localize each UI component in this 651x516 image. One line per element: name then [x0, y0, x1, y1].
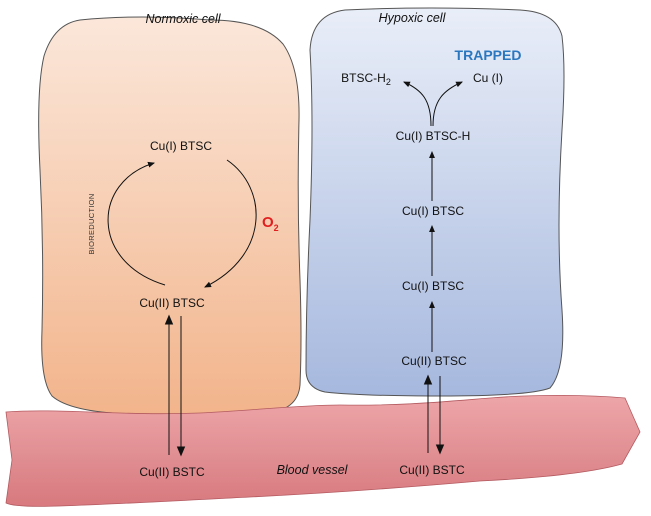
- hypoxic-cu1-btsc-h: Cu(I) BTSC-H: [396, 129, 471, 143]
- hypoxic-cu2-btsc: Cu(II) BTSC: [401, 354, 467, 368]
- branch-arrow-left: [403, 81, 432, 127]
- oxygen-label: O2: [262, 214, 279, 233]
- normoxic-cu2-btsc: Cu(II) BTSC: [139, 296, 205, 310]
- vessel-left-species: Cu(II) BSTC: [139, 465, 205, 479]
- normoxic-cell-title: Normoxic cell: [145, 12, 221, 26]
- bioreduction-arc: [107, 161, 166, 286]
- product-btsc-h2: BTSC-H2: [341, 71, 391, 87]
- blood-vessel-label: Blood vessel: [277, 463, 349, 477]
- hypoxic-cell-title: Hypoxic cell: [379, 11, 447, 25]
- branch-arrow-right: [432, 81, 463, 127]
- hypoxic-cu1-btsc-upper: Cu(I) BTSC: [402, 204, 464, 218]
- hypoxic-cu1-btsc-lower: Cu(I) BTSC: [402, 279, 464, 293]
- trapped-label: TRAPPED: [455, 47, 522, 63]
- vessel-right-species: Cu(II) BSTC: [399, 463, 465, 477]
- product-cu1: Cu (I): [473, 71, 503, 85]
- blood-vessel: [5, 394, 641, 507]
- oxidation-arc: [204, 159, 257, 288]
- normoxic-cu1-btsc: Cu(I) BTSC: [150, 139, 212, 153]
- bioreduction-label: BIOREDUCTION: [87, 193, 96, 254]
- hypoxic-cell: [305, 7, 565, 397]
